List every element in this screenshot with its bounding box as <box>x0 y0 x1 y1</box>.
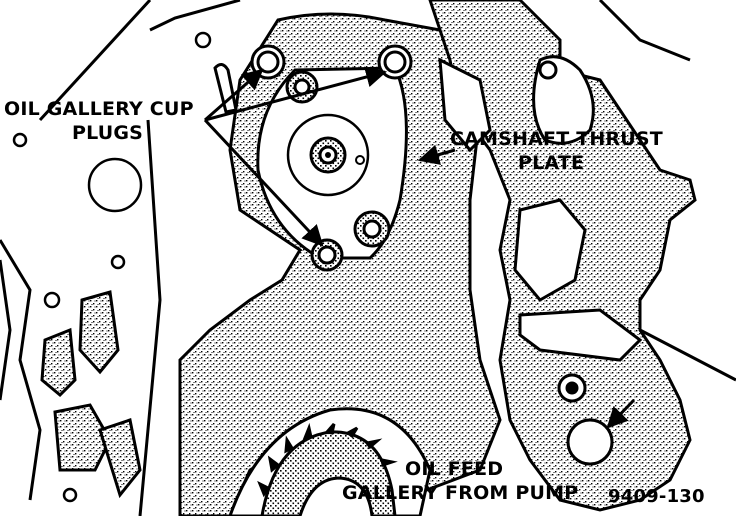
oil-feed-gallery-hole <box>566 418 614 466</box>
right-pockets <box>438 55 643 362</box>
engine-block-left <box>0 0 241 516</box>
large-bore-hole <box>87 157 143 213</box>
leader-lines <box>203 66 636 429</box>
label-oil-feed-line2: GALLERY FROM PUMP <box>342 482 579 504</box>
right-edge-line <box>639 328 736 382</box>
label-oil-feed-line1: OIL FEED <box>405 458 504 480</box>
timing-sprocket <box>257 422 398 516</box>
thrust-plate-bolts <box>285 70 391 248</box>
label-oil-gallery-cup-plugs-line1: OIL GALLERY CUP <box>4 98 194 120</box>
oil-feed-leader <box>606 398 636 429</box>
label-oil-gallery-cup-plugs-line2: PLUGS <box>72 122 144 144</box>
right-holes <box>538 60 614 466</box>
label-camshaft-thrust-plate-line1: CAMSHAFT THRUST <box>450 128 663 150</box>
right-upper-edge <box>598 0 691 62</box>
figure-number: 9409-130 <box>608 486 705 507</box>
locating-pin <box>213 63 238 114</box>
left-holes <box>12 31 212 503</box>
label-camshaft-thrust-plate-line2: PLATE <box>518 152 585 174</box>
camshaft-thrust-plate <box>256 66 408 260</box>
left-side-bosses <box>40 290 142 499</box>
